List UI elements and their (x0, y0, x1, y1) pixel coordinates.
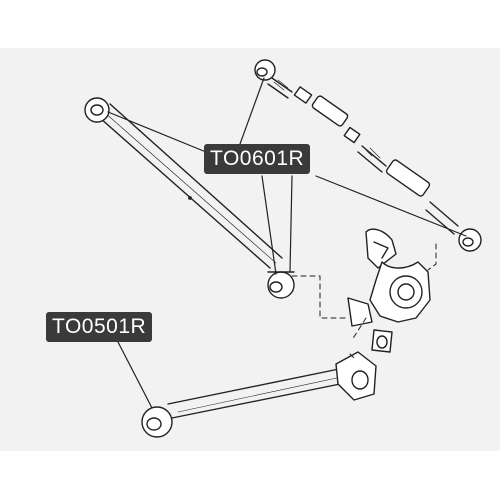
lower-arm-part-number-label: TO0501R (46, 312, 153, 342)
adjustable-toe-rod (254, 59, 482, 252)
rear-knuckle (347, 228, 431, 353)
assembly-guide-lines (291, 243, 437, 361)
leader-line-lower (117, 341, 153, 409)
leader-lines-upper (107, 77, 467, 275)
diagonal-control-arm (84, 97, 295, 299)
upper-arms-part-number-label: TO0601R (204, 144, 311, 174)
lower-lateral-arm (141, 351, 377, 438)
